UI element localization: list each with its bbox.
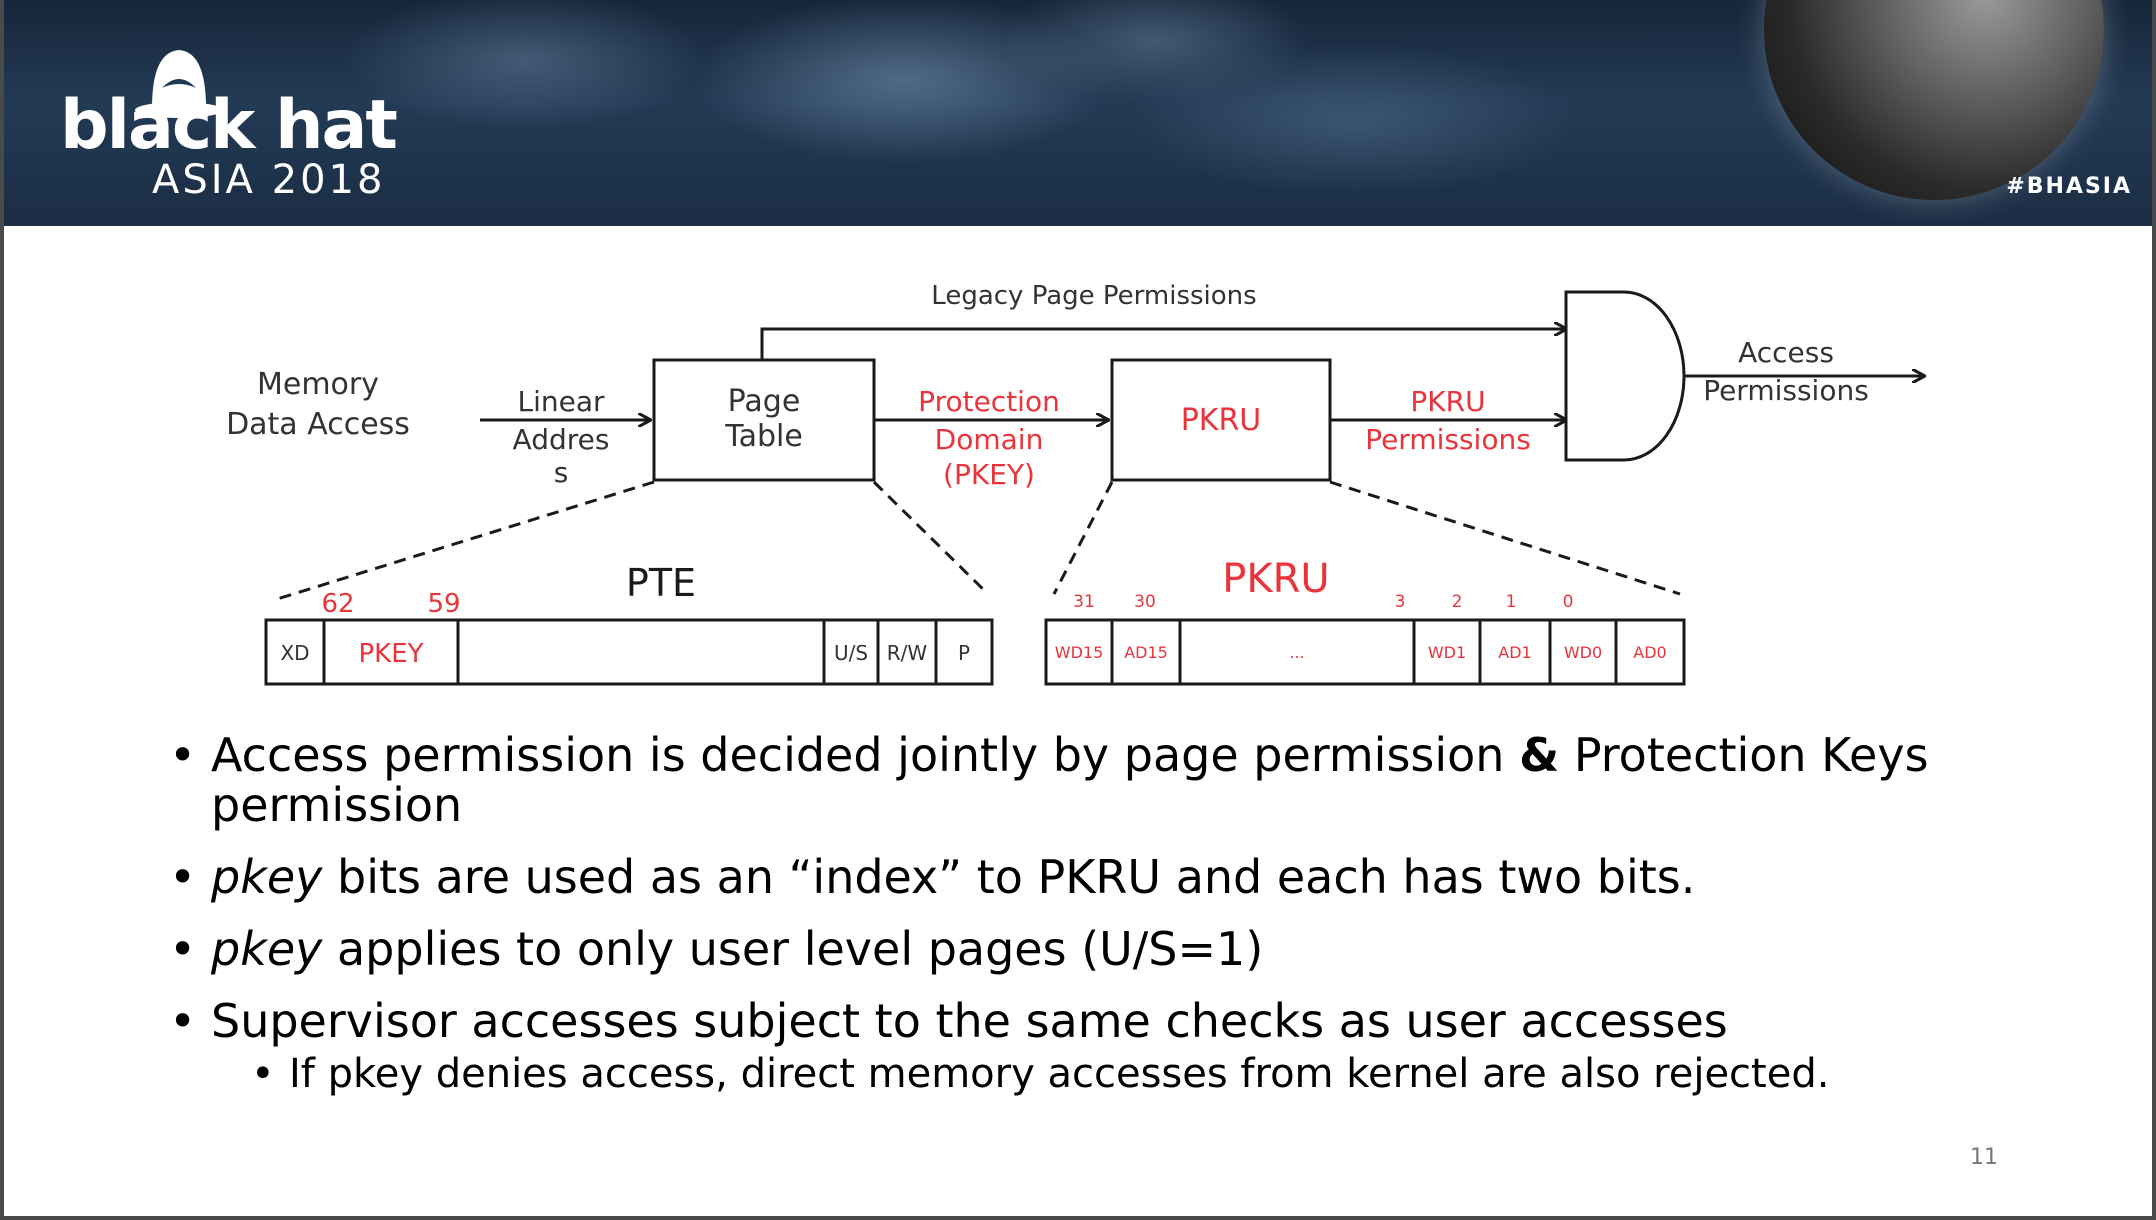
pkru-bit-1: 1 [1506,592,1517,612]
bullet-pkey-index: pkey bits are used as an “index” to PKRU… [169,852,2069,902]
legacy-arrow [760,329,1566,360]
bullet-supervisor: Supervisor accesses subject to the same … [169,996,2069,1046]
memory-label-2: Data Access [226,407,410,442]
access-label: Access [1738,336,1834,369]
pkru-bit-30: 30 [1134,592,1156,612]
subbullet-kernel: If pkey denies access, direct memory acc… [251,1052,2069,1096]
linear-label-3: s [554,456,569,489]
protection-label: Protection [918,385,1060,418]
pte-register: XD PKEY U/S R/W P [264,618,994,686]
pkey-diagram: Legacy Page Permissions Memory Data Acce… [226,281,2152,686]
pte-zoom-line-right [872,480,990,596]
page-table-label-2: Table [724,419,803,454]
pte-zoom-line-left [273,480,655,602]
access-label-2: Permissions [1703,374,1869,407]
pkru-register: WD15 AD15 ... WD1 AD1 WD0 AD0 [1044,618,1686,686]
pkru-box [1110,358,1332,482]
page-table-box [652,358,876,482]
pte-cell-p: P [958,641,970,665]
bullet-list: Access permission is decided jointly by … [169,730,2069,1096]
pte-bit-62: 62 [321,589,354,619]
header-banner: black hat ASIA 2018 #BHASIA [4,0,2152,226]
pkru-cell-wd1: WD1 [1428,643,1466,662]
pkru-cell-wd0: WD0 [1564,643,1602,662]
pkru-title: PKRU [1222,556,1329,602]
pte-bit-59: 59 [427,589,460,619]
protection-label-3: (PKEY) [943,458,1035,491]
pkru-cell-ad1: AD1 [1498,643,1531,662]
pte-cell-pkey: PKEY [358,639,423,669]
pkru-bit-2: 2 [1452,592,1463,612]
logo-subtitle: ASIA 2018 [152,157,386,203]
pte-cell-xd: XD [280,641,309,665]
pte-title: PTE [626,561,696,605]
linear-label-2: Addres [513,423,610,456]
logo-wordmark: black hat [60,86,398,165]
bullet-pkey-user: pkey applies to only user level pages (U… [169,924,2069,974]
pkru-box-label: PKRU [1181,403,1262,438]
pte-cell-us: U/S [834,641,868,665]
moon-image [1764,0,2104,200]
pkru-cell-ad0: AD0 [1633,643,1666,662]
hashtag-label: #BHASIA [2006,174,2132,199]
pkru-cell-wd15: WD15 [1055,643,1104,662]
bullet-access-permission: Access permission is decided jointly by … [169,730,2069,830]
pkru-zoom-line-left [1052,481,1114,595]
pkru-perm-label-2: Permissions [1365,423,1531,456]
pkru-bit-0: 0 [1563,592,1574,612]
and-gate [1564,290,1686,462]
pte-cell-rw: R/W [887,641,928,665]
memory-label: Memory [257,367,379,402]
protection-label-2: Domain [935,423,1044,456]
pkru-perm-label: PKRU [1410,385,1485,418]
slide: black hat ASIA 2018 #BHASIA Legacy Page … [4,0,2152,1216]
page-table-label: Page [728,384,801,419]
pkru-bit-31: 31 [1073,592,1095,612]
linear-label: Linear [517,385,605,418]
page-number: 11 [1970,1145,1998,1170]
blackhat-logo-icon [135,50,223,118]
pkru-zoom-line-right [1329,480,1681,596]
legacy-label: Legacy Page Permissions [931,281,1256,311]
pkru-cell-ellipsis: ... [1289,643,1304,662]
pkru-bit-3: 3 [1395,592,1406,612]
pkru-cell-ad15: AD15 [1124,643,1168,662]
